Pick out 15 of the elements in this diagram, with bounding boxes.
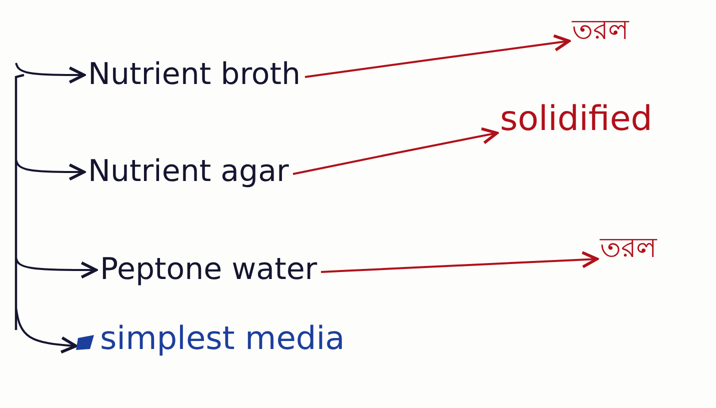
arrow [15,308,78,354]
note-text: তরল [572,16,629,44]
note-text: তরল [600,234,657,262]
note-text: solidified [500,102,652,136]
bracket-line [14,74,24,330]
note-text: Nutrient agar [88,157,289,187]
arrow [292,127,498,175]
arrow [304,34,570,78]
arrow [15,258,98,279]
note-text: Peptone water [100,255,318,285]
note-text: simplest media [100,322,345,354]
arrow [15,62,86,84]
arrow [320,251,598,273]
arrow [15,160,86,181]
note-text: Nutrient broth [88,60,301,90]
